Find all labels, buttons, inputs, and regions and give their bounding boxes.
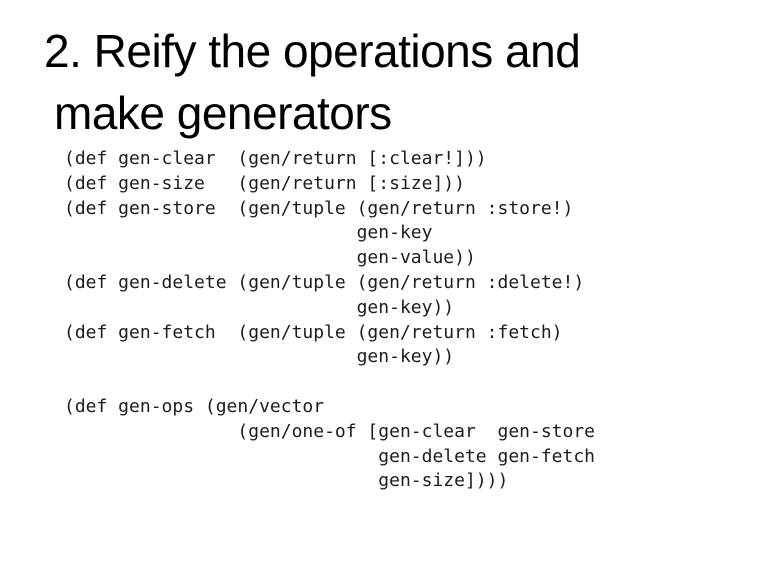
slide-title-line-2: make generators bbox=[54, 87, 392, 139]
slide-title-line-1: 2. Reify the operations and bbox=[44, 25, 581, 77]
slide-title: 2. Reify the operations and make generat… bbox=[44, 20, 581, 144]
clojure-code-block: (def gen-clear (gen/return [:clear!])) (… bbox=[64, 148, 596, 492]
